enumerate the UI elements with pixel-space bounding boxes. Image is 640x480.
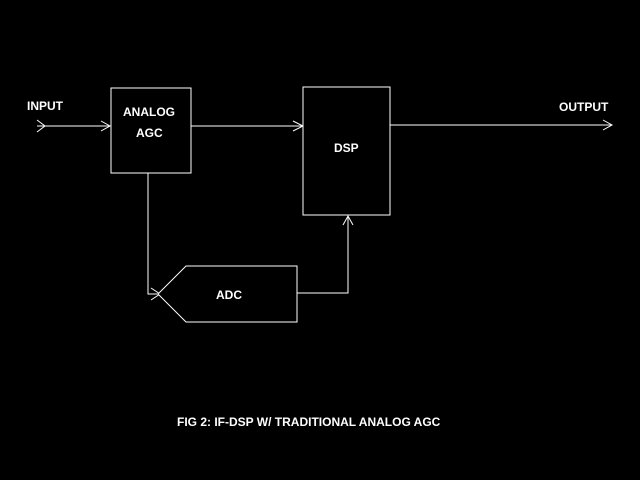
analog-agc-label-line1: ANALOG [123,105,175,119]
figure-caption: FIG 2: IF-DSP W/ TRADITIONAL ANALOG AGC [177,415,441,429]
dsp-label: DSP [334,141,359,155]
input-arrow [36,119,112,133]
adc-label: ADC [216,288,242,302]
analog-agc-block: ANALOG AGC [110,87,192,174]
agc-to-adc-wire [147,173,161,301]
adc-to-dsp-wire [297,214,354,294]
analog-agc-label-line2: AGC [136,126,163,140]
agc-to-dsp-arrow [191,120,305,132]
input-label: INPUT [27,99,64,113]
dsp-block: DSP [302,86,391,216]
output-label: OUTPUT [559,100,609,114]
output-arrow [390,119,614,131]
adc-block: ADC [157,265,298,323]
